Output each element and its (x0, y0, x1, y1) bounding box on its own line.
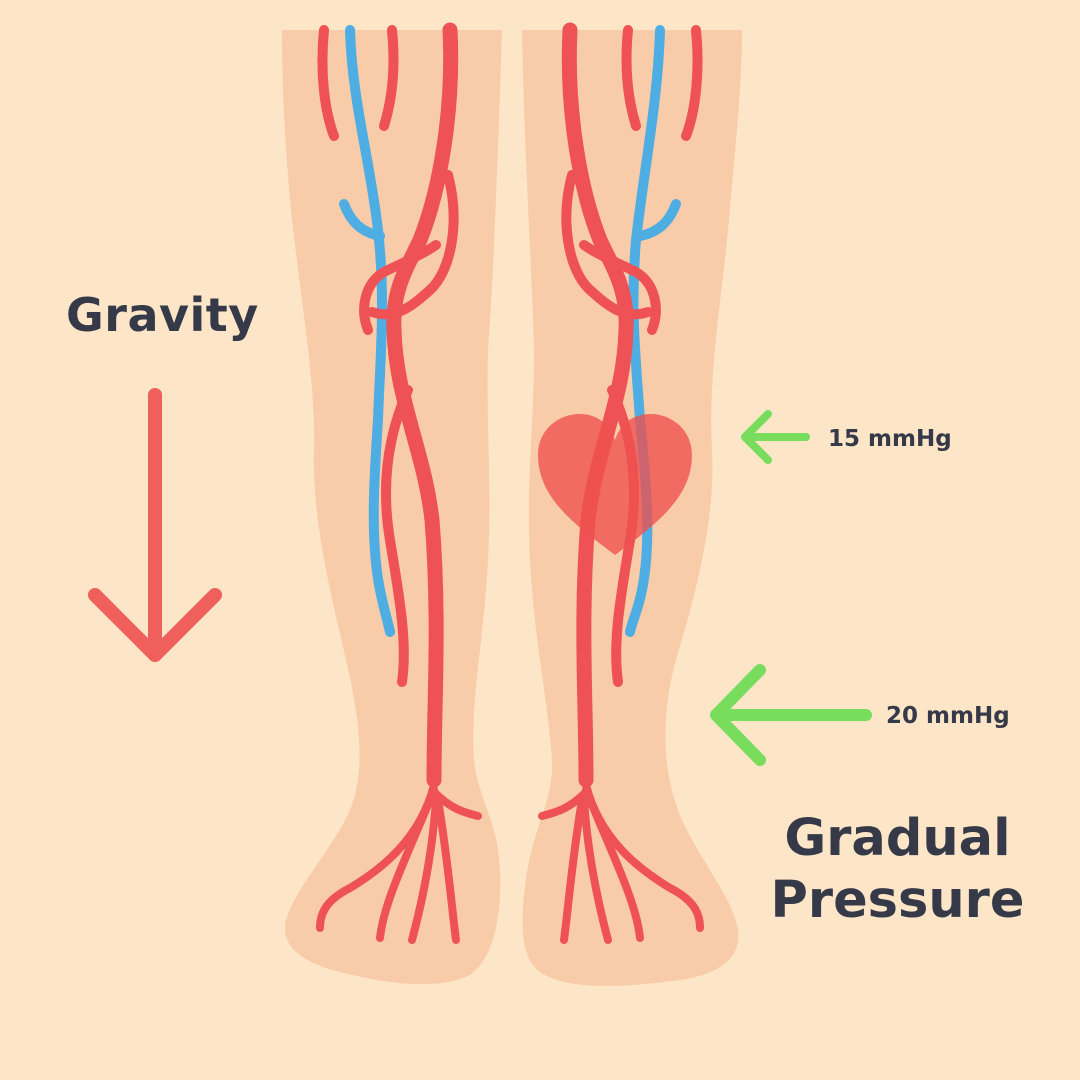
pressure-15-label: 15 mmHg (828, 426, 952, 452)
left-main-vein (345, 25, 395, 637)
gradual-pressure-line-1: Gradual (784, 809, 1011, 868)
pressure-20-label: 20 mmHg (886, 703, 1010, 729)
right-femoral-artery (561, 22, 634, 788)
right-artery-strand-2 (621, 25, 641, 131)
left-artery-strand-1 (317, 25, 339, 141)
right-foot-branch-4 (560, 796, 586, 944)
right-knee-loop-2 (579, 240, 661, 335)
heart-icon (538, 414, 692, 555)
right-vein-branch (635, 199, 681, 241)
left-popliteal-branch (381, 385, 413, 687)
arrow-left-icon (710, 664, 872, 766)
right-knee-loop-1 (561, 170, 653, 320)
left-foot-branch-2 (376, 786, 438, 942)
left-femoral-artery (386, 22, 459, 788)
left-foot-branch-4 (434, 796, 460, 944)
left-foot-branch-5 (430, 788, 482, 820)
left-leg-skin (282, 30, 502, 985)
left-foot-branch-3 (408, 796, 440, 944)
left-knee-loop-2 (359, 240, 441, 335)
right-foot-branch-3 (580, 796, 612, 944)
arrow-left-icon (741, 410, 810, 464)
right-foot-branch-2 (582, 786, 644, 942)
gradual-pressure-title: Gradual Pressure (770, 808, 1025, 932)
left-artery-strand-2 (379, 25, 399, 131)
right-main-vein (625, 25, 665, 637)
left-leg (282, 22, 502, 985)
left-knee-loop-1 (367, 170, 459, 320)
left-vein-branch (339, 199, 385, 241)
right-artery-strand-1 (681, 25, 703, 141)
arrow-down-icon (88, 388, 222, 662)
gravity-label: Gravity (66, 288, 259, 342)
gradual-pressure-line-2: Pressure (770, 871, 1025, 930)
right-foot-branch-5 (538, 788, 590, 820)
